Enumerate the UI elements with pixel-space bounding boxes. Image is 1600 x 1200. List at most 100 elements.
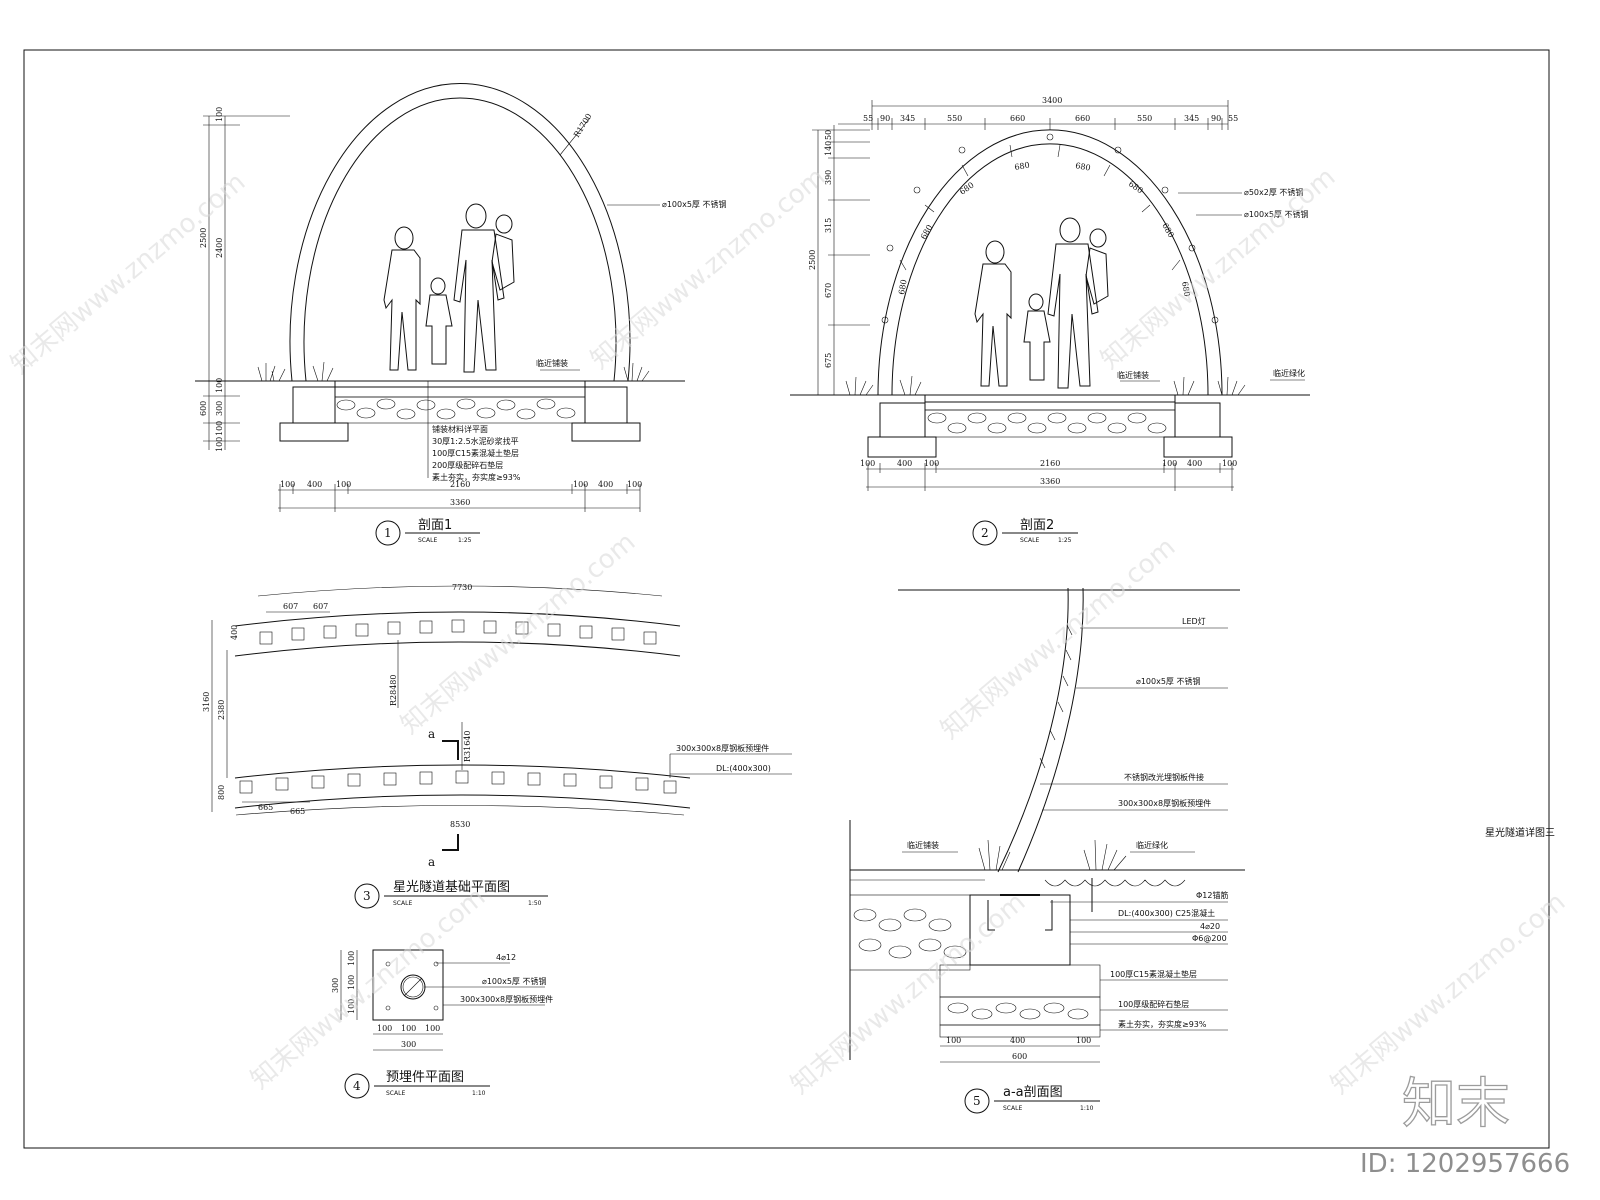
s2-top-dim-8: 90 (1211, 114, 1221, 123)
s2-v-dim-4: 670 (824, 283, 833, 298)
s2-dim-c-left: 100 (924, 459, 939, 468)
s2-v-dim-2: 390 (824, 170, 833, 185)
s3-bottom-dim-line (235, 805, 685, 816)
s2-top-dim-2: 345 (900, 114, 915, 123)
s2-arch-inner (891, 143, 1209, 396)
section-1: 2500 2400 100 600 100 300 100 100 R1700 … (195, 83, 726, 546)
s4-number: 4 (353, 1079, 361, 1093)
s2-paving (924, 394, 1176, 403)
watermarks: 知末网www.znzmo.com 知末网www.znzmo.com 知末网www… (5, 162, 1571, 1100)
s4-scale-label: SCALE (386, 1090, 405, 1097)
s2-vertical-dims: 2500 50 140 390 315 670 675 (808, 125, 870, 396)
s5-note-9: Φ6@200 (1192, 934, 1227, 943)
s2-pipe-small-note: ⌀50x2厚 不锈钢 (1244, 187, 1303, 197)
s2-gravel (924, 409, 1176, 438)
s2-people-figures (974, 217, 1109, 389)
s3-dim-width-top: 400 (230, 625, 239, 640)
s5-gravel-layer (939, 996, 1101, 1026)
s4-dim-w: 300 (401, 1040, 416, 1049)
s2-base-right (1163, 436, 1233, 458)
s3-dim-width-bot: 800 (217, 785, 226, 800)
s2-dim-inner: 2160 (1040, 459, 1060, 468)
watermark-2: 知末网www.znzmo.com (585, 162, 831, 375)
s1-grass (257, 361, 650, 382)
s3-cut-mark-bottom (442, 834, 459, 851)
s1-dim-h-total: 2500 (199, 228, 208, 248)
s3-dim-s3: 665 (258, 803, 273, 812)
s2-scale-label: SCALE (1020, 537, 1039, 544)
s1-gravel (334, 396, 586, 424)
s5-soil-pattern (1044, 879, 1186, 887)
sheet-title: 星光隧道详图三 (1485, 826, 1555, 839)
s4-dim-h: 300 (331, 978, 340, 993)
sheet-frame (23, 49, 1550, 1149)
section-4: 4⌀12 ⌀100x5厚 不锈钢 300x300x8厚钢板预埋件 300 100… (331, 949, 553, 1099)
s3-lower-arc-outer (234, 764, 691, 779)
s1-dim-b-right: 400 (598, 480, 613, 489)
s3-lower-plates (239, 770, 677, 794)
s2-dim-c-right: 100 (1222, 459, 1237, 468)
s5-note-0: LED灯 (1182, 616, 1206, 626)
s1-number: 1 (384, 526, 392, 540)
s5-led-marks (1039, 624, 1073, 769)
s2-star-dots (881, 133, 1219, 324)
s2-top-dims: 3400 55 90 345 550 660 660 550 345 90 55 (838, 96, 1238, 130)
s5-gravel-layer-pattern (947, 1002, 1089, 1020)
s2-number-circle (972, 520, 998, 546)
s5-number-circle (964, 1088, 990, 1114)
s1-dim-a-left: 100 (280, 480, 295, 489)
s3-dim-r-inner: R31640 (463, 731, 472, 762)
s4-plate-note: 300x300x8厚钢板预埋件 (460, 994, 553, 1004)
s1-gravel-pattern (336, 398, 576, 420)
s5-scale-label: SCALE (1003, 1105, 1022, 1112)
s2-gravel-pattern (927, 412, 1167, 434)
s1-dim-h-top: 100 (215, 107, 224, 122)
s4-plate (372, 949, 444, 1021)
s3-dim-s2: 607 (313, 602, 328, 611)
s1-radius-label: R1700 (572, 112, 594, 139)
s2-number: 2 (981, 526, 989, 540)
s1-dim-f0: 100 (215, 378, 224, 393)
watermark-1: 知末网www.znzmo.com (5, 167, 251, 380)
s4-pipe-note: ⌀100x5厚 不锈钢 (482, 976, 546, 986)
s1-layer-4: 素土夯实，夯实度≥93% (432, 472, 521, 482)
s4-dim-w1: 100 (377, 1024, 392, 1033)
s3-upper-plates (259, 619, 657, 645)
s1-footing-left (292, 386, 336, 424)
s1-dim-f2: 100 (215, 421, 224, 436)
s2-star-ribs (899, 144, 1181, 271)
s5-dim-c: 100 (1076, 1036, 1091, 1045)
s1-dim-inner: 2160 (450, 480, 470, 489)
s2-arc-label-4: 680 (1075, 161, 1092, 173)
s3-title: 星光隧道基础平面图 (393, 879, 510, 895)
s3-plate-note: 300x300x8厚钢板预埋件 (676, 743, 769, 753)
s3-number-circle (354, 883, 380, 909)
s3-top-dim-line (257, 585, 663, 597)
s2-dim-b-left: 400 (897, 459, 912, 468)
s2-dim-b-right: 400 (1187, 459, 1202, 468)
s2-base-left (867, 436, 937, 458)
s1-scale: 1:25 (458, 537, 472, 544)
s1-layer-2: 100厚C15素混凝土垫层 (432, 448, 519, 458)
s5-note-11: 100厚级配碎石垫层 (1118, 999, 1189, 1009)
s1-layer-1: 30厚1:2.5水泥砂浆找平 (432, 436, 519, 446)
s2-top-dim-0: 55 (863, 114, 873, 123)
s1-layer-3: 200厚级配碎石垫层 (432, 460, 503, 470)
s4-bolt-note: 4⌀12 (496, 953, 516, 962)
s2-top-total: 3400 (1042, 96, 1062, 105)
s2-top-dim-4: 660 (1010, 114, 1025, 123)
s1-scale-label: SCALE (418, 537, 437, 544)
s3-scale-label: SCALE (393, 900, 412, 907)
watermark-5: 知末网www.znzmo.com (935, 532, 1181, 745)
s1-dim-c-right: 100 (627, 480, 642, 489)
s2-v-dim-5: 675 (824, 353, 833, 368)
s5-note-5: 临近绿化 (1136, 840, 1168, 850)
s1-dim-b-left: 400 (307, 480, 322, 489)
s1-people-figures (383, 203, 515, 373)
s2-footing-left (879, 402, 926, 438)
s4-pipe-inner (402, 976, 424, 998)
s2-title: 剖面2 (1020, 518, 1054, 533)
s1-dim-f3: 100 (215, 437, 224, 452)
s2-top-dim-5: 660 (1075, 114, 1090, 123)
s5-pipe-right (1017, 587, 1084, 873)
